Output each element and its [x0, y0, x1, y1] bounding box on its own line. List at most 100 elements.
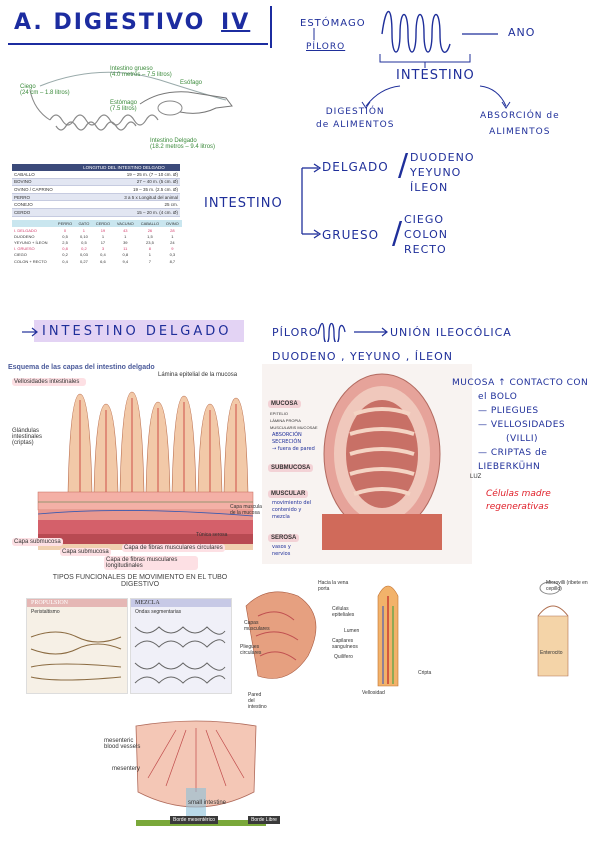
- cell: YEYUNO + ÍLEON: [14, 239, 48, 245]
- cross-label-muscular: MUSCULAR: [268, 490, 309, 498]
- mesentery-label-mesentery: mesentery: [112, 766, 141, 772]
- s2-piloro: PÍLORO: [272, 326, 319, 339]
- cross-note1: ABSORCIÓN SECRECIÓN → fuera de pared: [272, 432, 315, 453]
- peristalsis-drawing: [30, 631, 122, 681]
- cell: 17: [100, 239, 106, 245]
- cell: 8: [148, 246, 152, 252]
- cell: PERRO: [12, 193, 68, 202]
- mesentery-label-vessels: mesenteric blood vessels: [104, 738, 141, 750]
- part-ileon: ÍLEON: [410, 181, 449, 194]
- cell: 1: [148, 252, 152, 258]
- cell: 0,8: [62, 246, 68, 252]
- rat-label-ciego: Ciego (24 cm – 1.8 litros): [20, 84, 70, 96]
- cell: 43: [123, 227, 128, 233]
- cross-serosa-note-2: nervios: [272, 551, 291, 557]
- cell: 0,4: [100, 252, 106, 258]
- tree-delgado-divider: /: [398, 148, 410, 183]
- propulsion-header: PROPULSION: [27, 599, 127, 607]
- cell: 1: [101, 233, 105, 239]
- cell: 0,4: [62, 258, 68, 264]
- mucosa-red-note: Células madre regenerativas: [486, 488, 551, 514]
- cross-mucosa-sub: EPITELIO LÁMINA PROPIA MUSCULARIS MUCOSA…: [270, 410, 318, 431]
- peristaltismo-label: Peristaltismo: [31, 609, 60, 615]
- rat-label-grueso: Intestino grueso (4.0 metros – 7.5 litro…: [110, 66, 172, 78]
- cross-serosa-note: vasos y nervios: [272, 544, 291, 558]
- movement-propulsion-panel: PROPULSION Peristaltismo: [26, 598, 128, 694]
- cross-mucosa-musc: MUSCULARIS MUCOSAE: [270, 425, 318, 430]
- digestion-label: DIGESTIÓN de ALIMENTOS: [316, 106, 394, 132]
- borde-libre: Borde Libre: [248, 816, 280, 824]
- layer-label-muscular-mucosa: Capa muscular de la mucosa: [230, 504, 264, 516]
- cross-note1-line1: ABSORCIÓN: [272, 432, 302, 438]
- ano-label: ANO: [508, 26, 536, 39]
- cell: 0,3: [169, 252, 176, 258]
- cell: CIEGO: [14, 252, 27, 258]
- coil-drawing: [313, 11, 498, 68]
- layer-label-lamina: Lámina epitelial de la mucosa: [158, 372, 238, 378]
- section2-arrow: [22, 327, 38, 337]
- cross-label-submucosa: SUBMUCOSA: [268, 464, 314, 472]
- cell: 3: [101, 246, 105, 252]
- absorcion-line2: ALIMENTOS: [489, 127, 551, 137]
- cell: 19: [100, 227, 106, 233]
- villus-label-8: Vellosidad: [362, 690, 385, 696]
- cell: 39: [123, 239, 128, 245]
- mucosa-item-criptas: — CRIPTAS de: [478, 448, 548, 458]
- absorcion-line1: ABSORCIÓN de: [480, 111, 560, 121]
- cross-note1-line3: → fuera de pared: [272, 446, 315, 452]
- part-ciego: CIEGO: [404, 213, 445, 226]
- villus-label-1: Células epiteliales: [332, 606, 355, 618]
- layer-label-glandulas: Glándulas intestinales (criptas): [12, 428, 43, 446]
- cross-musc-note-1: movimiento del: [272, 500, 312, 506]
- cell: 0,2: [62, 252, 68, 258]
- part-yeyuno: YEYUNO: [410, 166, 462, 179]
- rat-label-esofago: Esófago: [180, 80, 203, 86]
- cell: BOVINO: [12, 178, 68, 187]
- cell: 15 – 20 m. (4 cm. Ø): [67, 208, 180, 217]
- cell: 0: [63, 227, 67, 233]
- length-table-header: LONGITUD DEL INTESTINO DELGADO: [67, 164, 180, 171]
- layer-label-circular: Capa de fibras musculares circulares: [122, 544, 225, 552]
- layer-label-submucosa-capa: Capa submucosa: [12, 538, 63, 546]
- cross-mucosa-epitelio: EPITELIO: [270, 411, 289, 416]
- mucosa-line2: el BOLO: [478, 392, 518, 402]
- layer-label-longitudinal: Capa de fibras musculares longitudinales: [104, 556, 198, 570]
- col-header: GATO: [75, 220, 93, 227]
- mesentery-label-small-intestine: small intestine: [188, 800, 227, 806]
- mucosa-item-vellosidades: — VELLOSIDADES: [478, 420, 566, 430]
- villus-label-9: Cripta: [418, 670, 432, 676]
- intestino-label: INTESTINO: [396, 68, 475, 83]
- red-line1: Células madre: [486, 489, 551, 499]
- cross-muscular-note: movimiento del contenido y mezcla: [272, 500, 311, 521]
- tree-branches: [301, 163, 322, 239]
- cell: 0,8: [122, 252, 129, 258]
- layer-label-tunica: Túnica serosa: [196, 532, 228, 538]
- cell: 7: [148, 258, 152, 264]
- cell: 19 – 25 m. (7 – 10 cm. Ø): [67, 171, 180, 179]
- tree-delgado-parts: DUODENO YEYUNO ÍLEON: [410, 150, 475, 195]
- ondas-label: Ondas segmentarias: [135, 609, 182, 615]
- cell: 26: [147, 227, 153, 233]
- rat-label-delgado: Intestino Delgado (18.2 metros – 9.4 lit…: [150, 138, 216, 150]
- percent-table: PERRO GATO CERDO VACUNO CABALLO OVINO I.…: [12, 220, 182, 264]
- villus-figure: [245, 581, 569, 687]
- cross-note1-line2: SECRECIÓN: [272, 439, 302, 445]
- cell: CABALLO: [12, 171, 68, 179]
- mucosa-item-villi: (VILLI): [506, 434, 539, 444]
- movement-title: TIPOS FUNCIONALES DE MOVIMIENTO EN EL TU…: [52, 574, 228, 588]
- estomago-label: ESTÓMAGO: [300, 18, 366, 29]
- cell: 19 – 35 m. (2.5 cm. Ø): [67, 185, 180, 194]
- mesentery-figure: [135, 720, 266, 826]
- cell: 1: [124, 233, 127, 239]
- villus-label-5: Capas musculares: [244, 620, 270, 632]
- s2-parts: DUODENO , YEYUNO , ÍLEON: [272, 350, 454, 363]
- tree-delgado: DELGADO: [322, 160, 389, 174]
- intestino-arrows: [361, 85, 511, 109]
- cell: 0,10: [80, 233, 88, 239]
